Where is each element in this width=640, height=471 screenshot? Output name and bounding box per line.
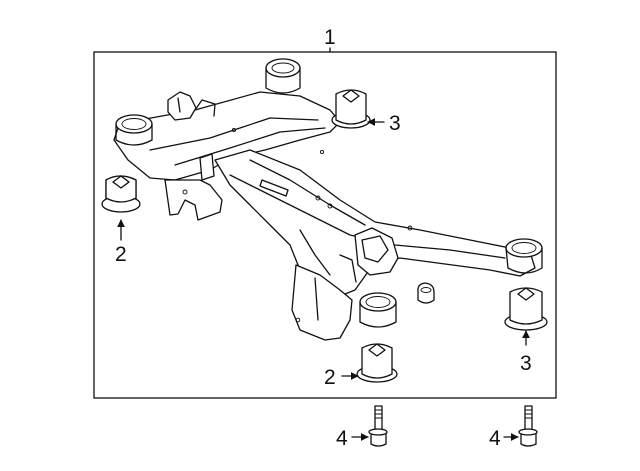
- callout-2-left: 2: [115, 243, 127, 266]
- callout-4-left: 4: [336, 427, 348, 450]
- bushing-3-right: [504, 287, 548, 331]
- callout-4-right: 4: [489, 427, 501, 450]
- assembly-frame: [93, 51, 557, 399]
- nut: [417, 282, 435, 304]
- callout-3-right: 3: [520, 352, 532, 375]
- callout-2-bottom: 2: [324, 366, 336, 389]
- bolt-4-right: [518, 405, 538, 447]
- callout-3-top: 3: [389, 112, 401, 135]
- callout-1: 1: [324, 26, 336, 49]
- bolt-4-left: [368, 405, 388, 447]
- subframe-mount-sockets: [115, 58, 543, 328]
- bushing-2-bottom: [356, 343, 398, 383]
- rear-subframe: [113, 91, 536, 341]
- bushing-2-left: [101, 175, 141, 213]
- bushing-3-top: [331, 89, 371, 129]
